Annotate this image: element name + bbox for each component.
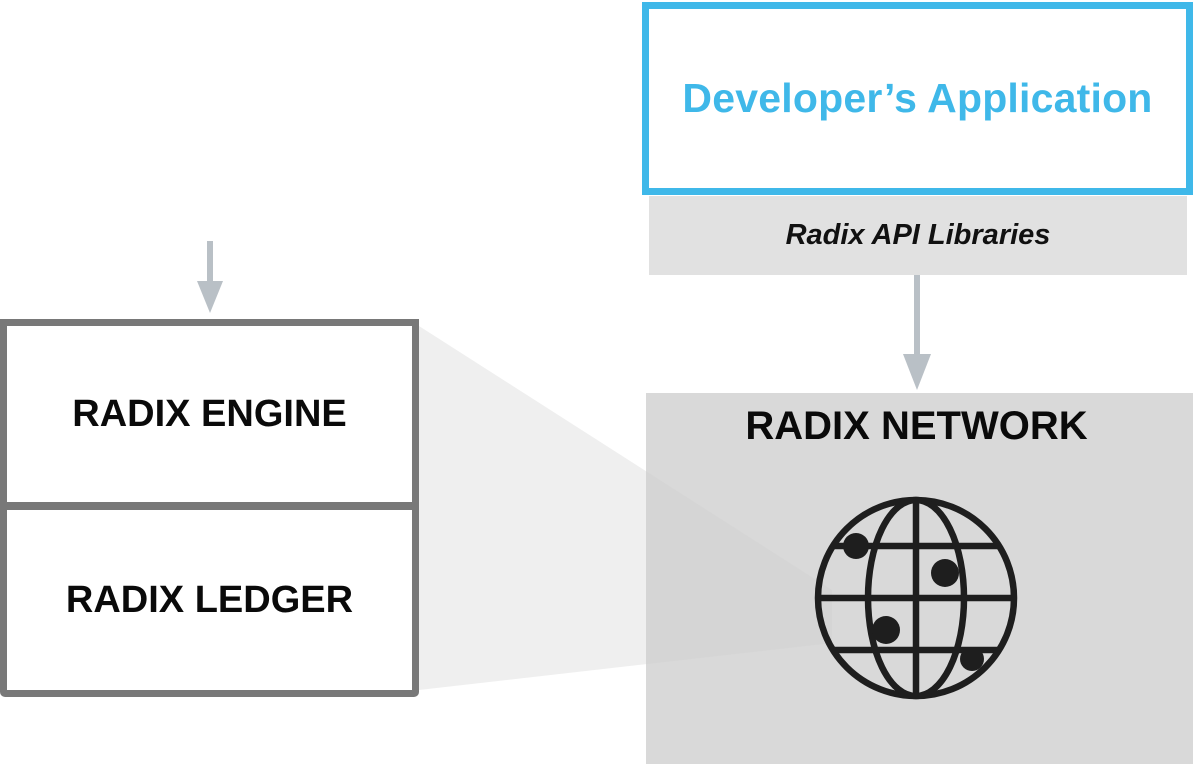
api-libraries-bar: Radix API Libraries bbox=[649, 196, 1187, 275]
radix-ledger-label: RADIX LEDGER bbox=[65, 578, 354, 621]
radix-network-title: RADIX NETWORK bbox=[745, 404, 1088, 448]
radix-network-panel bbox=[646, 393, 1193, 764]
arrow-into-stack bbox=[197, 241, 223, 313]
radix-engine-label: RADIX ENGINE bbox=[72, 392, 347, 435]
api-libraries-label: Radix API Libraries bbox=[785, 219, 1051, 251]
projection-cone bbox=[419, 326, 832, 690]
arrow-api-to-network bbox=[903, 275, 931, 390]
developer-application-title: Developer’s Application bbox=[682, 75, 1153, 121]
developer-application-box: Developer’s Application bbox=[642, 2, 1193, 195]
radix-ledger-box: RADIX LEDGER bbox=[0, 503, 419, 697]
